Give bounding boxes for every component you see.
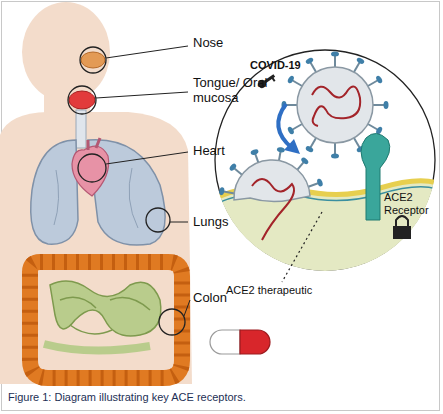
- figure-caption: Figure 1: Diagram illustrating key ACE r…: [8, 391, 433, 404]
- organ-label: Tongue/ Oral mucosa: [193, 76, 283, 106]
- organ-label: Lungs: [193, 215, 273, 230]
- organ-label: Heart: [193, 144, 273, 159]
- virus-label: COVID-19: [250, 59, 320, 72]
- therapeutic-label: ACE2 therapeutic: [226, 284, 326, 297]
- organ-label: Nose: [193, 36, 273, 51]
- receptor-label: ACE2 Receptor: [384, 191, 436, 216]
